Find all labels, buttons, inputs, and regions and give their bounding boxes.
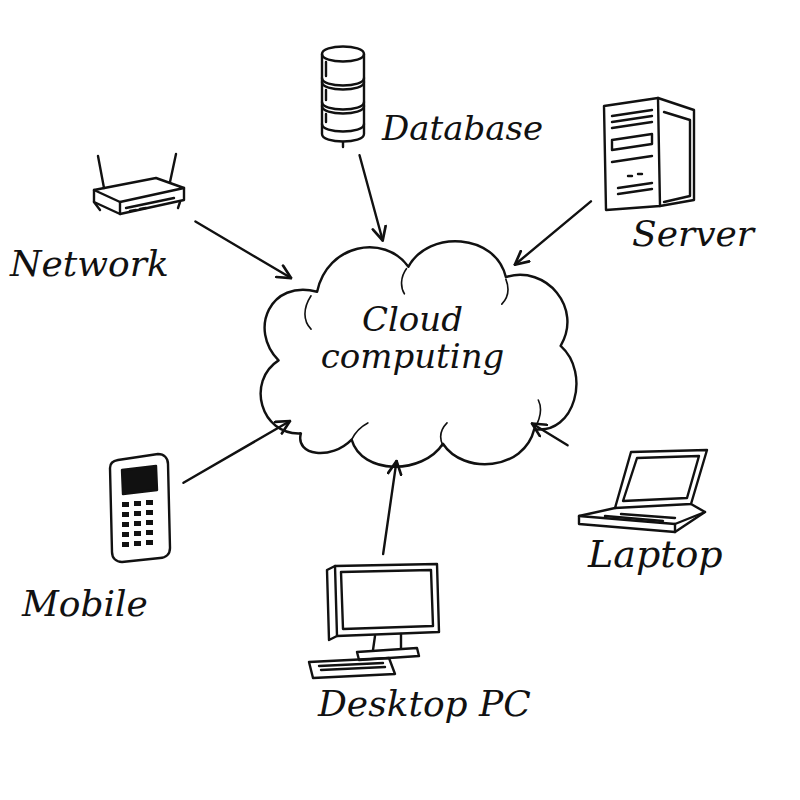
- icon-stroke: [119, 202, 121, 214]
- cloud-outline: [261, 241, 577, 467]
- icon-stroke: [605, 514, 675, 521]
- laptop-node: Laptop: [571, 444, 727, 580]
- key-dot: [122, 542, 129, 547]
- key-dot: [146, 540, 153, 545]
- icon-stroke: [319, 663, 385, 670]
- icon-stroke: [623, 456, 699, 501]
- device-label: Laptop: [588, 534, 723, 576]
- database-node: Database: [314, 38, 547, 151]
- cloud-title: Cloud computing: [298, 301, 528, 376]
- device-label: Mobile: [22, 584, 148, 624]
- icon-stroke: [628, 174, 642, 176]
- icon-stroke: [658, 98, 694, 206]
- server-node: Server: [594, 88, 758, 258]
- icon-stroke: [341, 570, 433, 629]
- key-dot: [122, 502, 129, 507]
- monitor-icon: [305, 562, 442, 680]
- key-dot: [134, 501, 141, 506]
- device-label: Desktop PC: [318, 684, 531, 724]
- device-label: Database: [382, 110, 543, 147]
- key-dot: [146, 520, 153, 525]
- key-dot: [134, 511, 141, 516]
- key-dot: [122, 522, 129, 527]
- arrow-connector: [532, 423, 568, 445]
- icon-stroke: [309, 658, 395, 678]
- icon-stroke: [98, 154, 176, 188]
- phone-icon: [104, 452, 176, 564]
- icon-stroke: [579, 504, 705, 532]
- arrow-connector: [183, 421, 290, 483]
- icon-stroke: [94, 188, 184, 214]
- icon-stroke: [327, 566, 337, 640]
- icon-stroke: [322, 47, 364, 62]
- database-icon: [318, 42, 368, 147]
- icon-stroke: [664, 112, 690, 202]
- arrow-connector: [515, 201, 591, 264]
- key-dot: [134, 531, 141, 536]
- icon-stroke: [322, 82, 364, 90]
- icon-stroke: [122, 466, 157, 494]
- icon-stroke: [322, 106, 364, 114]
- device-label: Server: [632, 214, 754, 254]
- key-dot: [122, 532, 129, 537]
- router-icon: [90, 152, 188, 224]
- icon-stroke: [612, 156, 652, 162]
- key-dot: [134, 541, 141, 546]
- icon-stroke: [322, 124, 364, 132]
- key-dot: [146, 500, 153, 505]
- icon-stroke: [126, 198, 174, 211]
- icon-stroke: [322, 54, 364, 142]
- mobile-node: Mobile: [18, 448, 180, 628]
- key-dot: [146, 510, 153, 515]
- icon-stroke: [612, 134, 652, 150]
- icon-stroke: [579, 512, 705, 524]
- arrow-connector: [360, 155, 383, 240]
- icon-stroke: [322, 78, 364, 86]
- arrow-connector: [383, 461, 396, 554]
- network-node: Network: [6, 148, 192, 288]
- server-icon: [598, 92, 700, 214]
- icon-stroke: [335, 564, 439, 636]
- icon-stroke: [342, 142, 344, 147]
- icon-stroke: [325, 62, 327, 122]
- icon-stroke: [618, 183, 652, 194]
- icon-stroke: [373, 634, 401, 650]
- device-label: Network: [10, 244, 169, 284]
- key-dot: [146, 530, 153, 535]
- icon-stroke: [612, 110, 652, 128]
- key-dot: [134, 521, 141, 526]
- arrow-connector: [195, 221, 291, 278]
- icon-stroke: [604, 98, 660, 210]
- cloud-node: Cloud computing: [240, 225, 585, 475]
- desktop-node: Desktop PC: [301, 558, 535, 728]
- icon-stroke: [322, 102, 364, 110]
- icon-stroke: [110, 454, 170, 562]
- icon-stroke: [615, 450, 707, 508]
- icon-stroke: [94, 202, 180, 210]
- laptop-icon: [575, 448, 712, 536]
- key-dot: [122, 512, 129, 517]
- icon-stroke: [674, 524, 676, 532]
